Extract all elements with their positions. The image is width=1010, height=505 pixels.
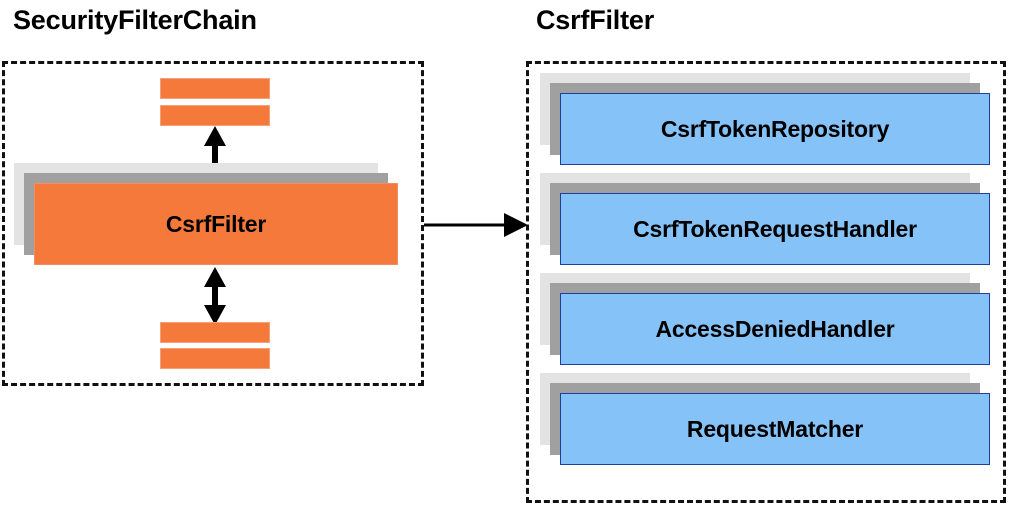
panel-csrf-filter-detail bbox=[526, 61, 1006, 503]
component-label: RequestMatcher bbox=[686, 415, 864, 442]
arrow-bottom-bidirectional bbox=[204, 267, 226, 325]
component-face: RequestMatcher bbox=[560, 393, 990, 465]
panel-title-csrf-filter: CsrfFilter bbox=[536, 5, 655, 35]
arrow-csrf-filter-expansion bbox=[424, 213, 528, 237]
component-face: AccessDeniedHandler bbox=[560, 293, 990, 365]
component-face: CsrfTokenRepository bbox=[560, 93, 990, 165]
component-face: CsrfTokenRequestHandler bbox=[560, 193, 990, 265]
filter-bar-top-2 bbox=[160, 105, 270, 126]
component-csrf-filter: CsrfFilter bbox=[14, 163, 418, 285]
component-access-denied-handler: AccessDeniedHandler bbox=[540, 273, 1010, 385]
component-label: CsrfTokenRepository bbox=[660, 115, 890, 142]
component-label: CsrfTokenRequestHandler bbox=[633, 215, 917, 242]
panel-title-security-filter-chain: SecurityFilterChain bbox=[13, 5, 257, 35]
component-csrf-token-request-handler: CsrfTokenRequestHandler bbox=[540, 173, 1010, 285]
filter-bar-top-1 bbox=[160, 78, 270, 99]
component-request-matcher: RequestMatcher bbox=[540, 373, 1010, 485]
component-label: AccessDeniedHandler bbox=[655, 315, 895, 342]
filter-bar-bottom-1 bbox=[160, 322, 270, 343]
component-label: CsrfFilter bbox=[165, 210, 267, 237]
filter-bar-bottom-2 bbox=[160, 348, 270, 369]
component-csrf-token-repository: CsrfTokenRepository bbox=[540, 73, 1010, 185]
component-face: CsrfFilter bbox=[34, 183, 398, 265]
panel-security-filter-chain bbox=[2, 61, 424, 386]
